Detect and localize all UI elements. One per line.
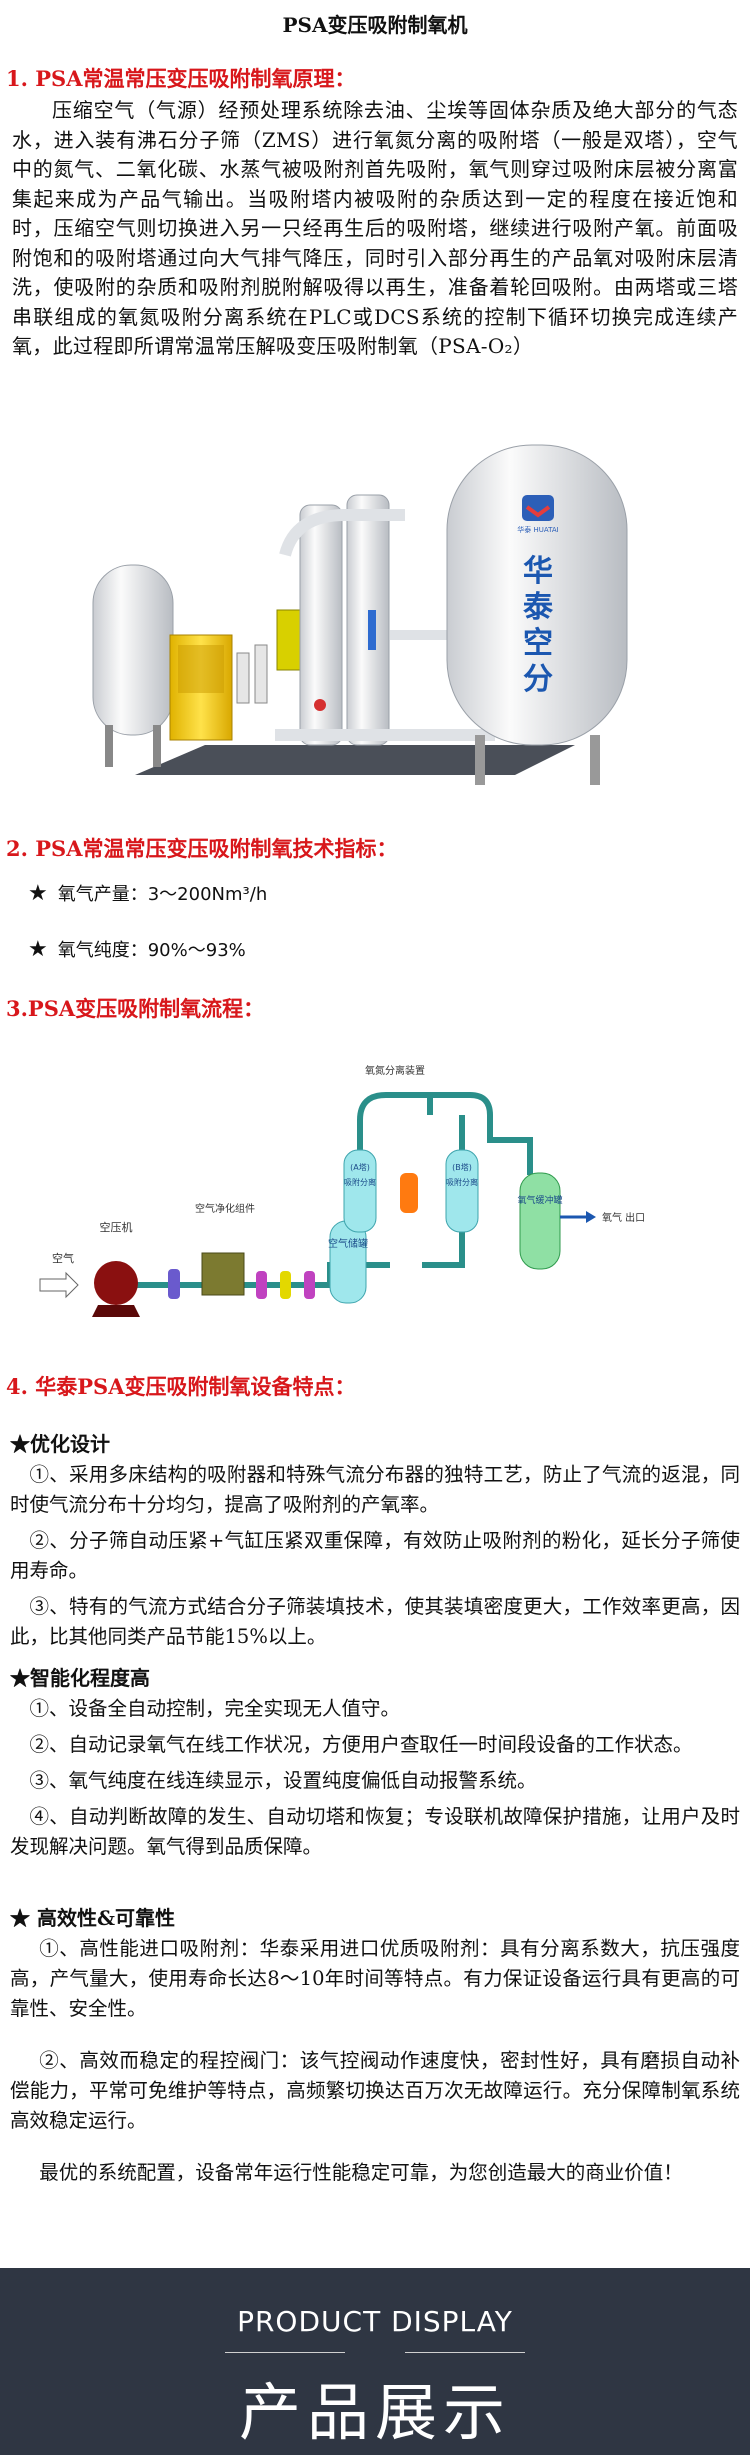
adsorber-group-label: 氧氮分离装置	[365, 1064, 425, 1077]
huatai-logo	[522, 495, 554, 521]
feature-group-design: ★优化设计 ①、采用多床结构的吸附器和特殊气流分布器的独特工艺，防止了气流的返混…	[10, 1428, 740, 1658]
feature-item: ②、分子筛自动压紧+气缸压紧双重保障，有效防止吸附剂的粉化，延长分子筛使用寿命。	[10, 1529, 740, 1582]
adsorption-tower-b	[445, 1149, 479, 1233]
product-display-banner	[0, 2268, 750, 2455]
air-input-label: 空气	[52, 1251, 74, 1265]
tower-b-label: (B塔)	[452, 1162, 472, 1172]
product-display-en: PRODUCT DISPLAY	[237, 2305, 513, 2338]
oxygen-generator-image: 华泰 HUATAI 华 泰 空 分	[92, 444, 628, 785]
air-input-arrow	[39, 1271, 79, 1299]
oxygen-buffer-tank	[519, 1172, 561, 1270]
oxygen-output-label: 氧气 出口	[602, 1211, 645, 1224]
feature-item: ②、高效而稳定的程控阀门：该气控阀动作速度快，密封性好，具有磨损自动补偿能力，平…	[10, 2049, 740, 2132]
process-flow-diagram: 氧氮分离装置 空气 空压机 空气净化组件 空气储罐 (A塔) 吸附分离 (B塔)…	[39, 1064, 645, 1317]
divider-left	[225, 2352, 345, 2353]
section-3-heading: 3.PSA变压吸附制氧流程：	[6, 996, 265, 1021]
tank-brand-char-3: 空	[523, 626, 553, 661]
buffer-tank-label: 氧气缓冲罐	[517, 1194, 562, 1206]
compressor-icon	[94, 1261, 138, 1305]
air-tank	[329, 1220, 367, 1304]
spec-output-text: 氧气产量：3～200Nm³/h	[57, 884, 268, 905]
tank-brand-char-2: 泰	[523, 590, 554, 625]
feature-group-reliability: ★ 高效性&可靠性 ①、高性能进口吸附剂：华泰采用进口优质吸附剂：具有分离系数大…	[10, 1902, 740, 2194]
feature-item: ④、自动判断故障的发生、自动切塔和恢复；专设联机故障保护措施，让用户及时发现解决…	[10, 1805, 740, 1858]
tower-a-name: 吸附分离	[344, 1177, 376, 1187]
spec-oxygen-output: ★ 氧气产量：3～200Nm³/h	[28, 880, 267, 909]
feature-item: ①、采用多床结构的吸附器和特殊气流分布器的独特工艺，防止了气流的返混，同时使气流…	[10, 1463, 740, 1516]
star-icon: ★	[28, 881, 48, 906]
tank-brand-char-4: 分	[523, 662, 553, 697]
compressor-label: 空压机	[100, 1220, 133, 1234]
feature-group-title: ★ 高效性&可靠性	[10, 1906, 176, 1930]
section-1-body: 压缩空气（气源）经预处理系统除去油、尘埃等固体杂质及绝大部分的气态水，进入装有沸…	[12, 98, 738, 358]
feature-item: ③、氧气纯度在线连续显示，设置纯度偏低自动报警系统。	[29, 1769, 537, 1792]
air-tank-label: 空气储罐	[328, 1237, 368, 1250]
left-air-tank	[92, 564, 174, 736]
oxygen-buffer-tank	[446, 444, 628, 746]
purifier-box	[201, 1252, 245, 1296]
feature-group-intelligent: ★智能化程度高 ①、设备全自动控制，完全实现无人值守。 ②、自动记录氧气在线工作…	[10, 1662, 740, 1868]
page-title: PSA变压吸附制氧机	[282, 13, 468, 37]
section-4-heading: 4. 华泰PSA变压吸附制氧设备特点：	[6, 1374, 356, 1399]
feature-item: ③、特有的气流方式结合分子筛装填技术，使其装填密度更大，工作效率更高，因此，比其…	[10, 1595, 740, 1648]
adsorption-tower-a	[343, 1149, 377, 1233]
spec-oxygen-purity: ★ 氧气纯度：90%～93%	[28, 936, 246, 965]
feature-group-title: ★优化设计	[10, 1432, 110, 1456]
feature-item: ①、设备全自动控制，完全实现无人值守。	[29, 1697, 401, 1720]
star-icon: ★	[28, 937, 48, 962]
middle-vessel	[400, 1173, 418, 1213]
purifier-label: 空气净化组件	[195, 1202, 255, 1215]
tower-a-label: (A塔)	[350, 1162, 370, 1172]
product-display-zh: 产品展示	[238, 2376, 511, 2449]
section-2-heading: 2. PSA常温常压变压吸附制氧技术指标：	[6, 836, 398, 861]
section-1-heading: 1. PSA常温常压变压吸附制氧原理：	[6, 66, 356, 91]
feature-item: ①、高性能进口吸附剂：华泰采用进口优质吸附剂：具有分离系数大，抗压强度高，产气量…	[10, 1937, 740, 2020]
feature-item: ②、自动记录氧气在线工作状况，方便用户查取任一时间段设备的工作状态。	[29, 1733, 693, 1756]
feature-group-title: ★智能化程度高	[10, 1666, 150, 1690]
divider-right	[405, 2352, 525, 2353]
tower-b-name: 吸附分离	[446, 1177, 478, 1187]
logo-caption: 华泰 HUATAI	[517, 525, 558, 534]
spec-purity-text: 氧气纯度：90%～93%	[57, 940, 246, 961]
adsorption-tower-a	[299, 504, 343, 746]
tank-brand-char-1: 华	[523, 554, 553, 589]
closing-statement: 最优的系统配置，设备常年运行性能稳定可靠，为您创造最大的商业价值！	[39, 2161, 683, 2184]
